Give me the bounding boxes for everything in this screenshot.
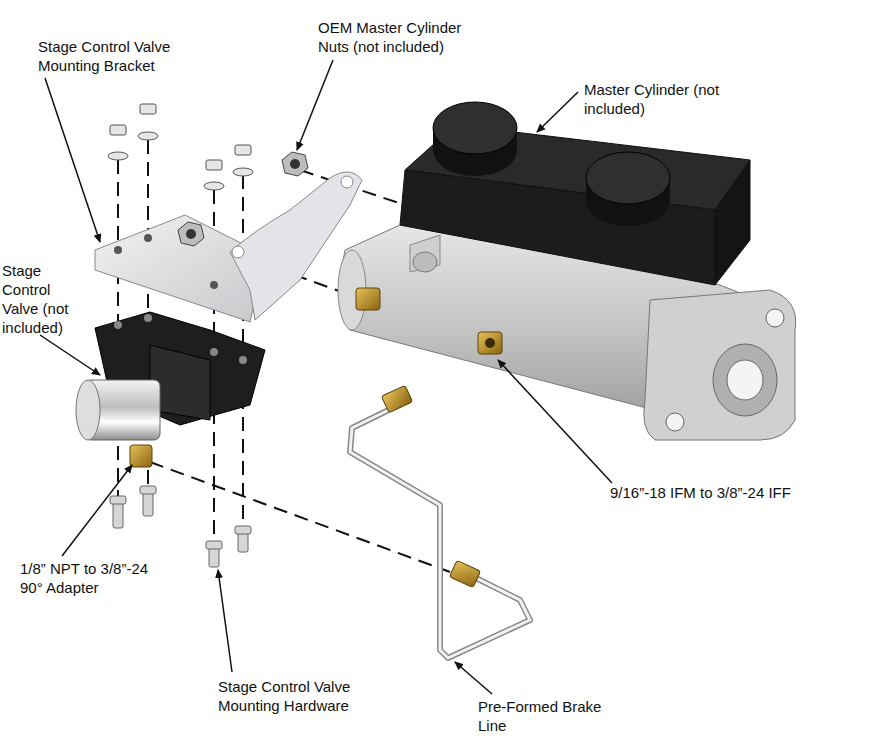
master-cylinder [727, 360, 763, 400]
brake-line [449, 560, 480, 587]
mounting-bracket [95, 172, 362, 322]
master-cylinder [713, 344, 777, 416]
part-label: Master Cylinder (not included) [584, 80, 744, 118]
master-cylinder [410, 235, 440, 272]
master-cylinder [586, 152, 670, 204]
leader-line [45, 78, 100, 242]
master-cylinder [413, 252, 437, 272]
mounting-bolt [206, 541, 222, 549]
brake-line [350, 402, 530, 658]
mounting-nut [138, 132, 158, 140]
mounting-bracket [114, 246, 122, 254]
master-cylinder [644, 290, 796, 440]
mounting-bracket [341, 176, 353, 188]
part-label: OEM Master Cylinder Nuts (not included) [318, 18, 488, 56]
mounting-bolt [235, 526, 251, 534]
leader-line [40, 60, 612, 694]
master-cylinder [338, 102, 796, 440]
mounting-bolt [110, 486, 251, 567]
stage-control-valve [114, 321, 122, 329]
port-fitting [478, 332, 502, 354]
part-label: Stage Control Valve Mounting Bracket [38, 37, 203, 75]
part-label: 9/16”-18 IFM to 3/8”-24 IFF [610, 483, 850, 502]
master-cylinder [433, 102, 517, 154]
stage-control-valve [144, 314, 152, 322]
port-fitting [356, 288, 380, 310]
mounting-bracket [210, 281, 218, 289]
leader-line [537, 92, 578, 132]
brake-line [350, 385, 530, 658]
leader-line [455, 662, 492, 694]
part-label: 1/8” NPT to 3/8”-24 90° Adapter [20, 559, 170, 597]
leader-line [218, 570, 232, 672]
oem-nut [186, 229, 196, 239]
part-label: Pre-Formed Brake Line [478, 697, 613, 735]
mounting-nut [204, 182, 224, 190]
brake-line [381, 385, 412, 412]
mounting-nut [110, 125, 126, 135]
mounting-bracket [232, 246, 244, 258]
oem-nut [290, 159, 300, 169]
part-label: Stage Control Valve (not included) [2, 261, 74, 337]
mounting-bolt [110, 496, 126, 504]
oem-nut [178, 222, 204, 246]
oem-nut [282, 152, 308, 176]
stage-control-valve [76, 380, 100, 440]
mounting-bolt [140, 486, 156, 494]
oem-nut [178, 152, 308, 246]
brake-line [350, 402, 530, 658]
port-fitting [356, 288, 502, 354]
mounting-nut [233, 168, 253, 176]
leader-line [62, 465, 132, 556]
leader-line [498, 360, 612, 483]
mounting-nut [108, 152, 128, 160]
mounting-nut [235, 145, 251, 155]
assembly-line [150, 462, 450, 572]
mounting-nut [206, 160, 222, 170]
stage-control-valve [239, 356, 247, 364]
stage-control-valve [130, 445, 152, 467]
master-cylinder [766, 309, 784, 327]
leader-line [297, 60, 333, 150]
port-fitting [485, 338, 495, 348]
master-cylinder [715, 160, 750, 285]
part-label: Stage Control Valve Mounting Hardware [218, 677, 383, 715]
mounting-nut [108, 104, 253, 190]
stage-control-valve [210, 348, 218, 356]
mounting-bracket [144, 234, 152, 242]
mounting-bracket [230, 172, 362, 320]
master-cylinder [666, 413, 684, 431]
leader-line [40, 335, 100, 375]
mounting-nut [140, 104, 156, 114]
stage-control-valve [76, 312, 265, 467]
